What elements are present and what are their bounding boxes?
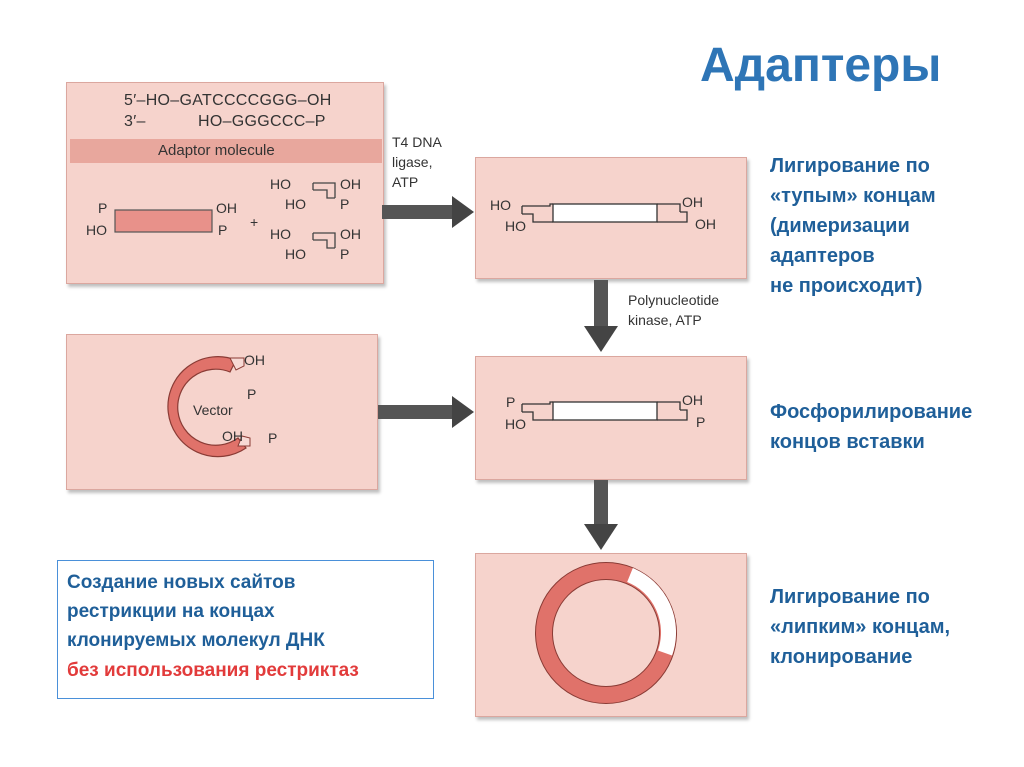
phos-desc-line2: концов вставки [770,431,925,453]
arrow-kinase-label-line1: Polynucleotide [628,292,720,308]
adaptor1-bl: HO [285,196,306,212]
arrow-ligase [382,196,474,228]
insert-left-bottom-label: HO [86,222,107,238]
vector-bottom-p: P [268,430,278,446]
blunt-desc-line5: не происходит) [770,275,923,297]
blunt-desc-line2: «тупым» концам [770,185,936,207]
vector-plasmid [167,356,247,458]
plus-sign: + [250,214,259,230]
vector-top-p: P [247,386,257,402]
phos-desc-line1: Фосфорилирование [770,401,973,423]
vector-label: Vector [193,402,233,418]
adaptor1-tr: OH [340,176,361,192]
vector-sticky-end-bottom [237,435,251,447]
cloning-desc-line2: «липким» концам, [770,616,951,638]
page-title: Адаптеры [700,39,942,92]
construct-phos-br: P [696,414,706,430]
cloning-panel [475,553,747,717]
adaptor2-tr: OH [340,226,361,242]
blunt-desc-line3: (димеризации [770,215,910,237]
summary-note-box: Создание новых сайтов рестрикции на конц… [57,560,434,699]
arrow-ligase-label-line2: ligase, [392,154,433,170]
construct-phos-bl: HO [505,416,526,432]
adaptor2-tl: HO [270,226,291,242]
adaptor-molecule-band: Adaptor molecule [70,139,382,163]
arrow-ligase-label: T4 DNA ligase, ATP [392,132,442,192]
adaptor1-br: P [340,196,350,212]
arrow-ligase-label-line1: T4 DNA [392,134,442,150]
arrow-ligase-label-line3: ATP [392,174,419,190]
arrow-vector [378,396,474,428]
construct-phos-tr: OH [682,392,703,408]
cloning-desc-line1: Лигирование по [770,586,930,608]
phosphorylation-description: Фосфорилирование концов вставки [770,397,972,457]
blunt-desc-line4: адаптеров [770,245,875,267]
adaptor2-bl: HO [285,246,306,262]
adaptor-icon-1 [312,182,336,199]
insert-left-top-label: P [98,200,108,216]
insert-right-bottom-label: P [218,222,228,238]
sequence-top-strand: 5′–HO–GATCCCCGGG–OH [124,92,332,109]
insert-fragment [114,209,213,233]
adaptor-icon-2 [312,232,336,249]
construct-blunt-br: OH [695,216,716,232]
vector-top-oh: OH [244,352,265,368]
adaptor2-br: P [340,246,350,262]
vector-sticky-end-top [229,357,245,371]
cloning-desc-line3: клонирование [770,646,913,668]
note-line3: клонируемых молекул ДНК [67,630,325,651]
note-line2: рестрикции на концах [67,601,275,622]
note-line1: Создание новых сайтов [67,572,296,593]
cloning-description: Лигирование по «липким» концам, клониров… [770,582,950,672]
insert-right-top-label: OH [216,200,237,216]
adaptor1-tl: HO [270,176,291,192]
arrow-kinase [584,280,618,352]
construct-blunt-tl: HO [490,197,511,213]
ligated-construct-blunt [521,203,688,223]
sequence-bottom-prefix: 3′– [124,113,146,130]
blunt-desc-line1: Лигирование по [770,155,930,177]
construct-phos-tl: P [506,394,516,410]
blunt-ligation-description: Лигирование по «тупым» концам (димеризац… [770,151,936,301]
arrow-kinase-label: Polynucleotide kinase, ATP [628,290,719,330]
adaptor-molecule-label: Adaptor molecule [158,142,275,159]
arrow-cloning [584,480,618,550]
sequence-bottom-strand: HO–GGGCCC–P [198,113,326,130]
note-line4: без использования рестриктаз [67,660,359,681]
construct-blunt-bl: HO [505,218,526,234]
plasmid-insert [626,568,676,656]
ligated-construct-phosphorylated [521,401,688,421]
arrow-kinase-label-line2: kinase, ATP [628,312,702,328]
construct-blunt-tr: OH [682,194,703,210]
vector-bottom-oh: OH [222,428,243,444]
